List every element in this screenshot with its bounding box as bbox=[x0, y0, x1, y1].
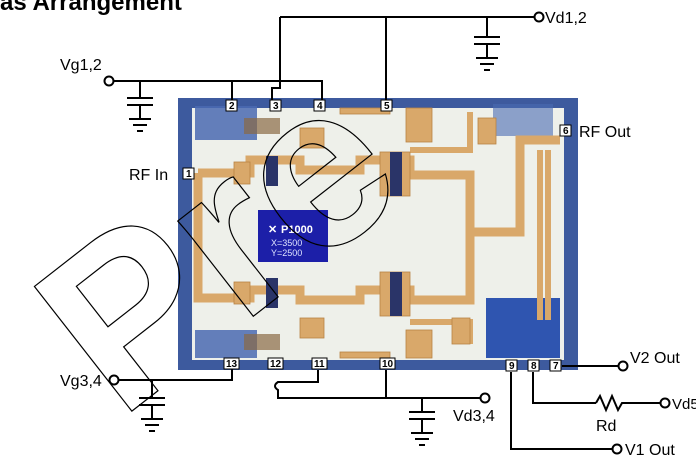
terminal-vg12 bbox=[103, 75, 115, 87]
chip-part-number: P1000 bbox=[281, 224, 313, 236]
label-vd34: Vd3,4 bbox=[453, 408, 495, 425]
label-v2-out: V2 Out bbox=[630, 350, 680, 367]
terminal-v2-out bbox=[617, 360, 629, 372]
terminals bbox=[103, 11, 671, 455]
pad-labels: 1 2 3 4 5 6 7 8 9 10 11 12 13 bbox=[182, 99, 572, 372]
svg-text:11: 11 bbox=[314, 359, 325, 370]
pad-8: 8 bbox=[527, 359, 540, 372]
terminal-vd5 bbox=[659, 397, 671, 409]
svg-text:✕: ✕ bbox=[268, 224, 277, 236]
capacitor-vd34 bbox=[409, 411, 435, 446]
svg-text:12: 12 bbox=[270, 359, 282, 370]
bypass-capacitors bbox=[127, 36, 500, 446]
pad-1: 1 bbox=[182, 167, 195, 180]
capacitor-vg34 bbox=[139, 397, 165, 432]
pad-10: 10 bbox=[379, 357, 396, 370]
chip-coord-y: Y=2500 bbox=[271, 248, 302, 258]
pad-5: 5 bbox=[380, 99, 393, 112]
terminal-vd12 bbox=[533, 11, 545, 23]
chip-label-block bbox=[258, 210, 328, 262]
pad-11: 11 bbox=[311, 357, 328, 370]
pad-13: 13 bbox=[223, 357, 240, 370]
circuit-wires bbox=[113, 16, 660, 450]
pad-6: 6 bbox=[559, 124, 572, 137]
pad-2: 2 bbox=[225, 99, 238, 112]
terminal-vd34 bbox=[479, 392, 491, 404]
svg-text:13: 13 bbox=[226, 359, 238, 370]
svg-text:1: 1 bbox=[186, 169, 192, 180]
svg-text:2: 2 bbox=[229, 101, 235, 112]
label-vd12: Vd1,2 bbox=[545, 10, 587, 27]
chip-coord-x: X=3500 bbox=[271, 238, 302, 248]
label-vg12: Vg1,2 bbox=[60, 57, 102, 74]
pad-12: 12 bbox=[267, 357, 284, 370]
preliminary-watermark: Pre bbox=[0, 28, 442, 459]
svg-text:7: 7 bbox=[553, 361, 559, 372]
label-rf-out: RF Out bbox=[579, 124, 631, 141]
terminal-vg34 bbox=[108, 374, 120, 386]
terminal-v1-out bbox=[611, 443, 623, 455]
label-rd: Rd bbox=[596, 418, 616, 435]
label-vg34: Vg3,4 bbox=[60, 373, 102, 390]
capacitor-vd12 bbox=[474, 36, 500, 71]
svg-text:8: 8 bbox=[531, 361, 537, 372]
mmic-chip: ✕ P1000 X=3500 Y=2500 bbox=[178, 98, 578, 370]
pad-9: 9 bbox=[505, 359, 518, 372]
label-v1-out: V1 Out bbox=[625, 442, 675, 459]
svg-text:3: 3 bbox=[273, 101, 279, 112]
svg-text:10: 10 bbox=[382, 359, 394, 370]
svg-text:4: 4 bbox=[317, 101, 323, 112]
svg-text:5: 5 bbox=[384, 101, 390, 112]
diagram-title: as Arrangement bbox=[0, 0, 182, 16]
label-vd5: Vd5 bbox=[672, 396, 696, 413]
signal-labels: Vd1,2 Vg1,2 RF In RF Out Vg3,4 Vd3,4 V2 … bbox=[60, 10, 696, 459]
capacitor-vg12 bbox=[127, 97, 153, 132]
pad-4: 4 bbox=[313, 99, 326, 112]
label-rf-in: RF In bbox=[129, 167, 168, 184]
pad-7: 7 bbox=[549, 359, 562, 372]
svg-text:9: 9 bbox=[509, 361, 515, 372]
pad-3: 3 bbox=[269, 99, 282, 112]
svg-text:6: 6 bbox=[563, 126, 569, 137]
